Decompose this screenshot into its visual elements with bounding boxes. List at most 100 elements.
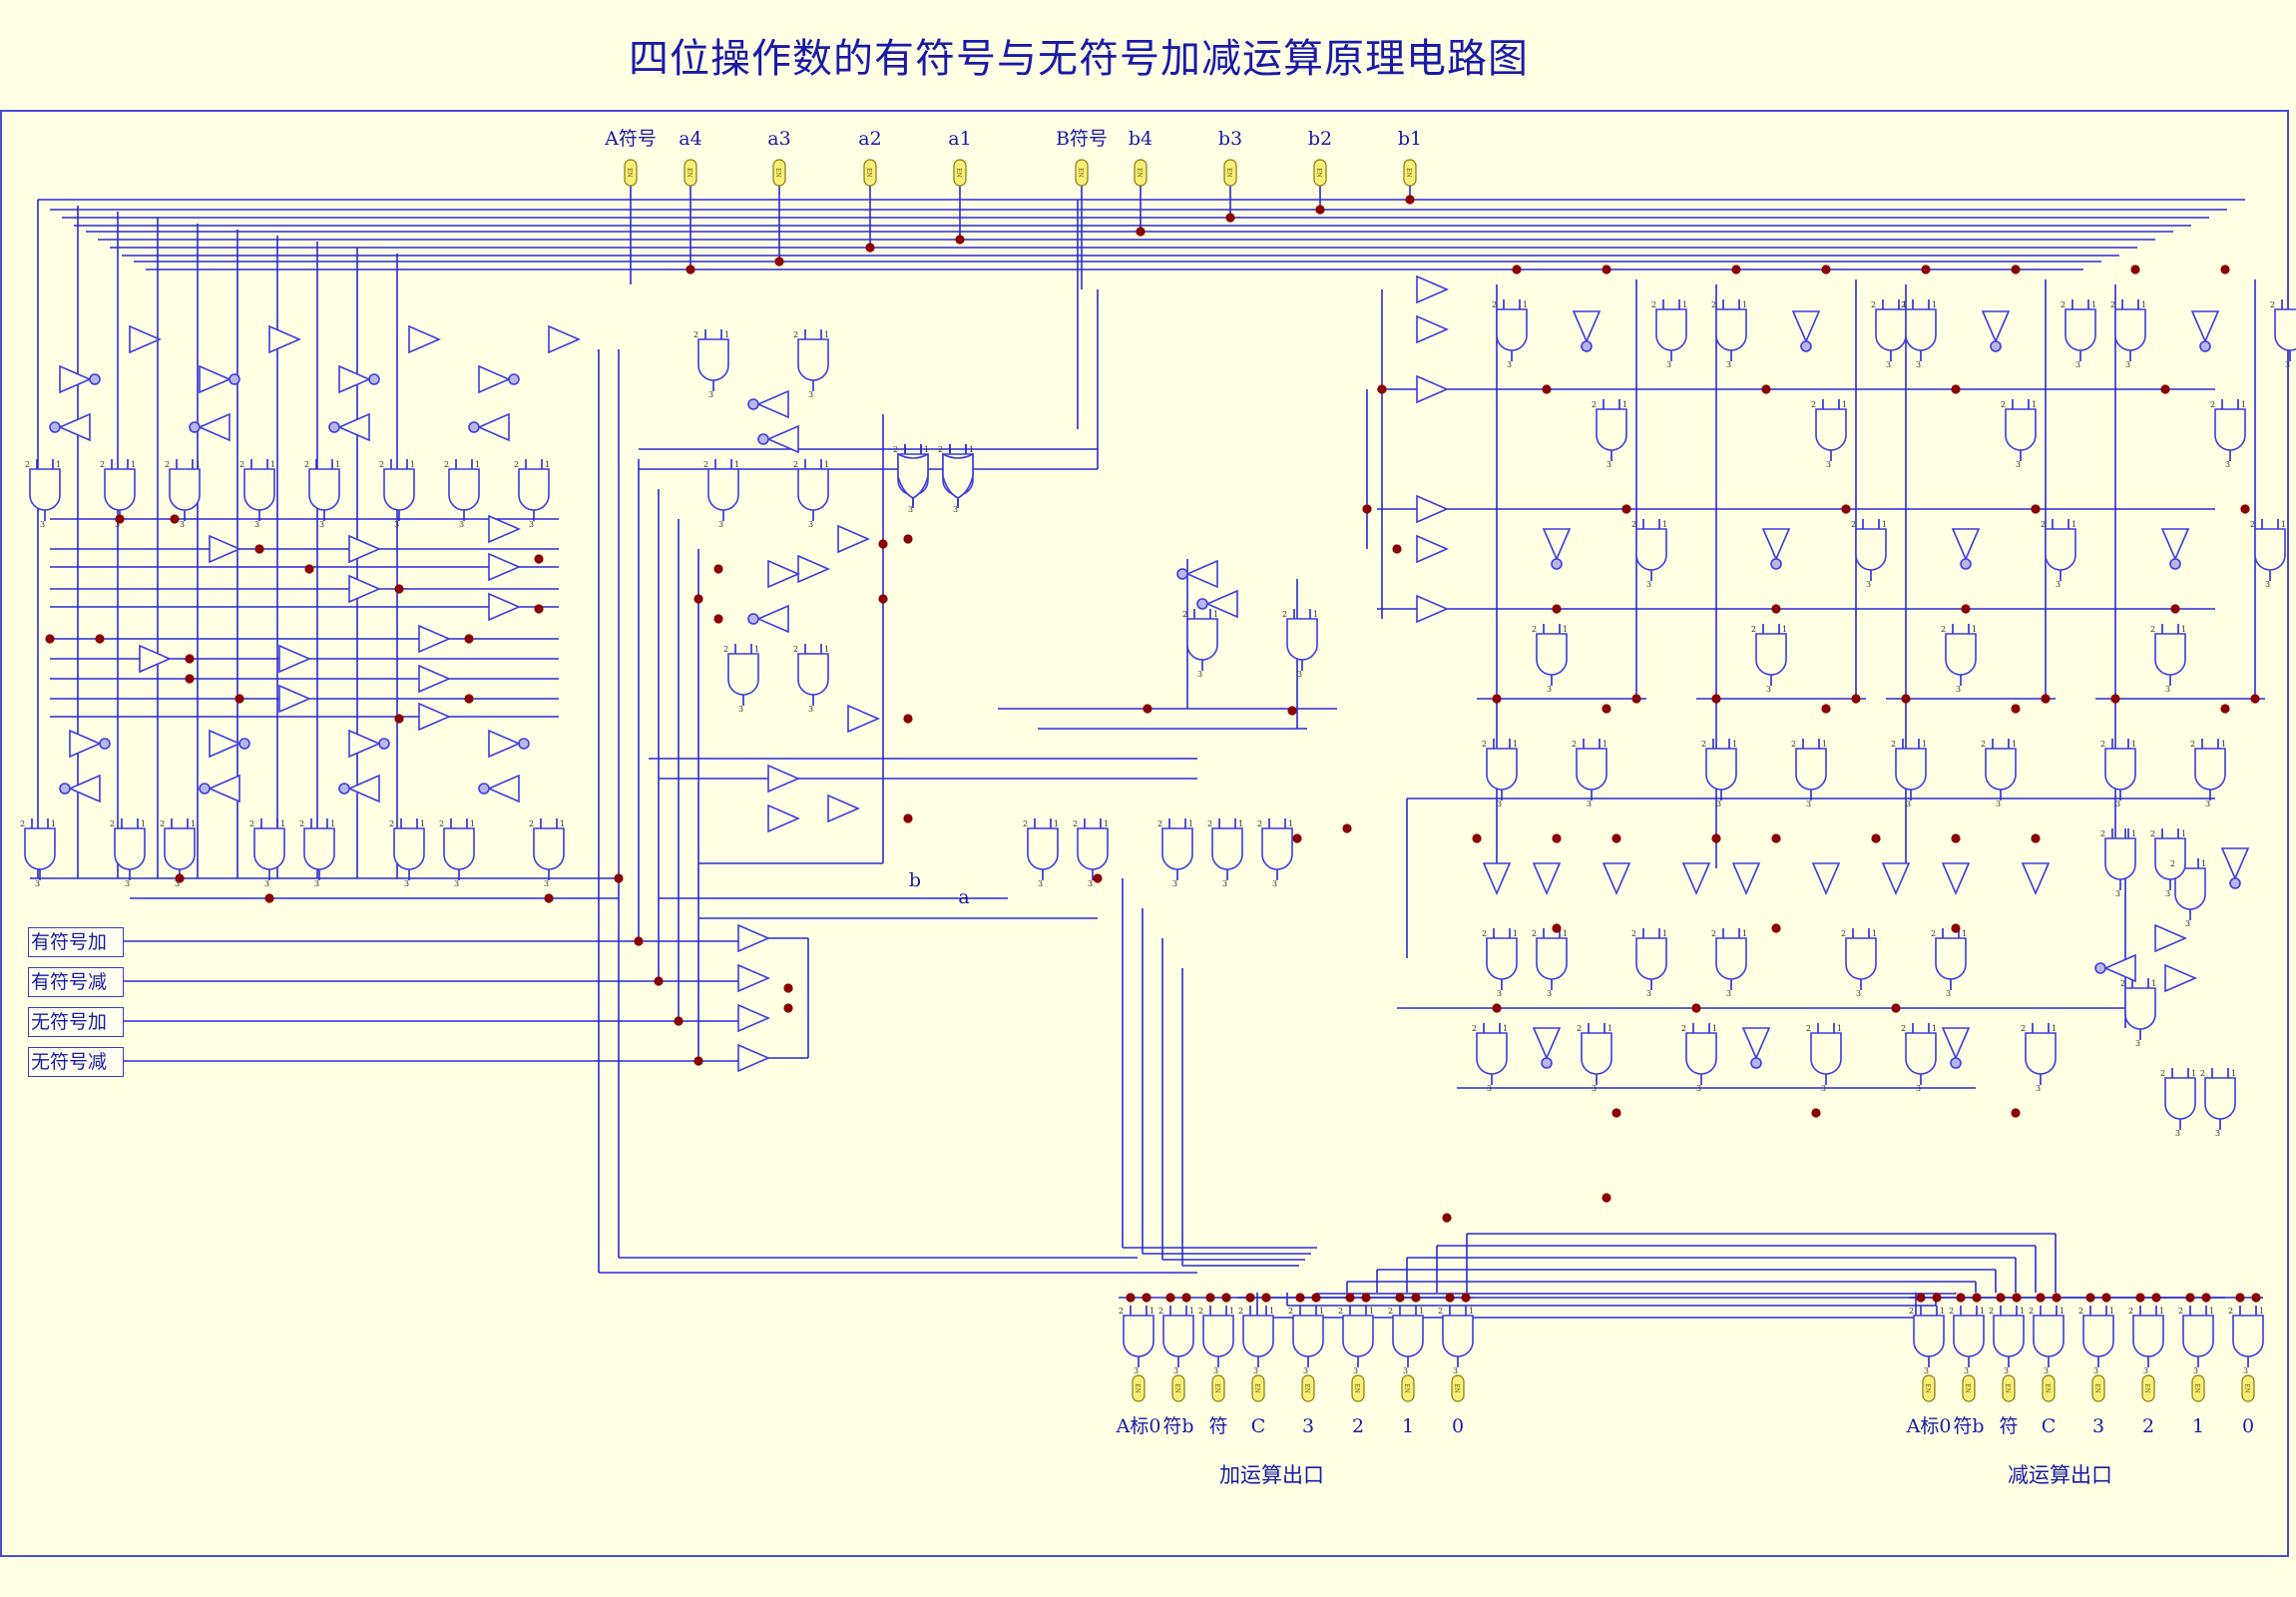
- junction-dot: [1951, 923, 1961, 933]
- pin-number: 3: [1213, 1366, 1218, 1375]
- add_outputs-pin-label-3: C: [1251, 1415, 1266, 1437]
- inverter-bubble: [1176, 568, 1188, 580]
- control-signed-sub[interactable]: 有符号减: [28, 967, 124, 997]
- buffer-gate: [1416, 274, 1450, 304]
- pin-number: 2: [1119, 1307, 1124, 1316]
- pin-number: 3: [2115, 799, 2120, 808]
- buffer-gate: [348, 574, 382, 604]
- junction-dot: [1361, 1293, 1371, 1303]
- junction-dot: [2031, 833, 2041, 843]
- circuit-frame: [0, 110, 2289, 1557]
- pin-text: EN: [2193, 1383, 2200, 1393]
- junction-dot: [170, 514, 180, 524]
- pin-number: 1: [2141, 300, 2146, 309]
- and-gate: [1162, 1315, 1194, 1357]
- inverter-bubble: [1770, 558, 1782, 570]
- input-label-0: A符号: [604, 128, 657, 150]
- add_outputs-pin-label-5: 2: [1352, 1415, 1364, 1437]
- junction-dot: [2170, 604, 2180, 614]
- pin-number: 1: [2181, 625, 2186, 634]
- pin-number: 1: [924, 445, 929, 454]
- junction-dot: [1951, 384, 1961, 394]
- pin-number: 3: [808, 705, 813, 714]
- junction-dot: [1771, 833, 1781, 843]
- pin-number: 1: [1922, 740, 1927, 749]
- inverter-bubble: [1950, 1057, 1962, 1069]
- junction-dot: [1602, 1193, 1611, 1203]
- pin-number: 1: [475, 460, 480, 469]
- input-label-2: a3: [767, 128, 790, 150]
- pin-number: 3: [1592, 1084, 1597, 1093]
- sub_outputs-pin-label-6: 1: [2192, 1415, 2204, 1437]
- pin-number: 2: [1791, 740, 1796, 749]
- pin-number: 2: [2120, 979, 2125, 988]
- pin-number: 1: [330, 819, 335, 828]
- junction-dot: [903, 714, 913, 724]
- control-unsigned-add[interactable]: 无符号加: [28, 1007, 124, 1037]
- pin-number: 3: [2036, 1084, 2041, 1093]
- junction-dot: [1811, 1108, 1821, 1118]
- control-signed-add[interactable]: 有符号加: [28, 927, 124, 957]
- pin-body: [1171, 1374, 1185, 1402]
- pin-number: 2: [1492, 300, 1497, 309]
- pin-body: [2141, 1374, 2155, 1402]
- wire-label-b: b: [909, 869, 921, 891]
- buffer-gate: [2190, 310, 2220, 344]
- pin-number: 2: [1577, 1024, 1582, 1033]
- buffer-gate: [1981, 310, 2011, 344]
- pin-number: 3: [125, 879, 130, 888]
- buffer-gate: [478, 364, 512, 394]
- pin-number: 1: [2071, 520, 2076, 529]
- buffer-gate: [2102, 953, 2136, 983]
- junction-dot: [1841, 504, 1851, 514]
- pin-number: 2: [1806, 1024, 1811, 1033]
- pin-number: 1: [2012, 740, 2017, 749]
- junction-dot: [1916, 1293, 1926, 1303]
- pin-number: 2: [379, 460, 384, 469]
- pin-number: 2: [2110, 300, 2115, 309]
- inverter-bubble: [89, 373, 101, 385]
- junction-dot: [1821, 265, 1831, 274]
- pin-body: [2042, 1374, 2056, 1402]
- pin-text: EN: [1173, 1383, 1180, 1393]
- junction-dot: [1602, 265, 1611, 274]
- pin-number: 1: [2131, 829, 2136, 838]
- io-pin: EN: [772, 159, 786, 187]
- input-label-1: a4: [679, 128, 701, 150]
- pin-body: [1922, 1374, 1936, 1402]
- pin-number: 1: [560, 819, 565, 828]
- and-gate: [164, 827, 196, 870]
- junction-dot: [534, 604, 544, 614]
- inverter-bubble: [338, 783, 350, 795]
- or-gate: [942, 452, 974, 499]
- junction-dot: [1901, 694, 1911, 704]
- junction-dot: [2160, 384, 2170, 394]
- and-gate: [1655, 308, 1687, 351]
- pin-number: 1: [545, 460, 550, 469]
- pin-text: EN: [774, 168, 781, 178]
- pin-number: 1: [2201, 859, 2206, 868]
- junction-dot: [464, 694, 474, 704]
- pin-number: 3: [1173, 1366, 1178, 1375]
- control-unsigned-sub[interactable]: 无符号减: [28, 1047, 124, 1077]
- pin-body: [1451, 1374, 1465, 1402]
- buffer-gate: [1731, 862, 1761, 896]
- buffer-gate: [2220, 847, 2250, 881]
- junction-dot: [185, 654, 195, 664]
- pin-number: 3: [1453, 1366, 1458, 1375]
- pin-number: 2: [2270, 300, 2275, 309]
- and-gate: [2254, 528, 2286, 571]
- inverter-bubble: [1750, 1057, 1762, 1069]
- pin-number: 1: [1563, 929, 1568, 938]
- pin-number: 1: [2151, 979, 2156, 988]
- junction-dot: [1771, 604, 1781, 614]
- and-gate: [1855, 528, 1887, 571]
- input-label-4: a1: [948, 128, 971, 150]
- pin-body: [2241, 1374, 2255, 1402]
- pin-number: 3: [2215, 1129, 2220, 1138]
- pin-number: 1: [1682, 300, 1687, 309]
- pin-number: 2: [1158, 1307, 1163, 1316]
- pin-number: 3: [908, 505, 913, 514]
- pin-number: 1: [1980, 1307, 1985, 1316]
- inverter-bubble: [368, 373, 380, 385]
